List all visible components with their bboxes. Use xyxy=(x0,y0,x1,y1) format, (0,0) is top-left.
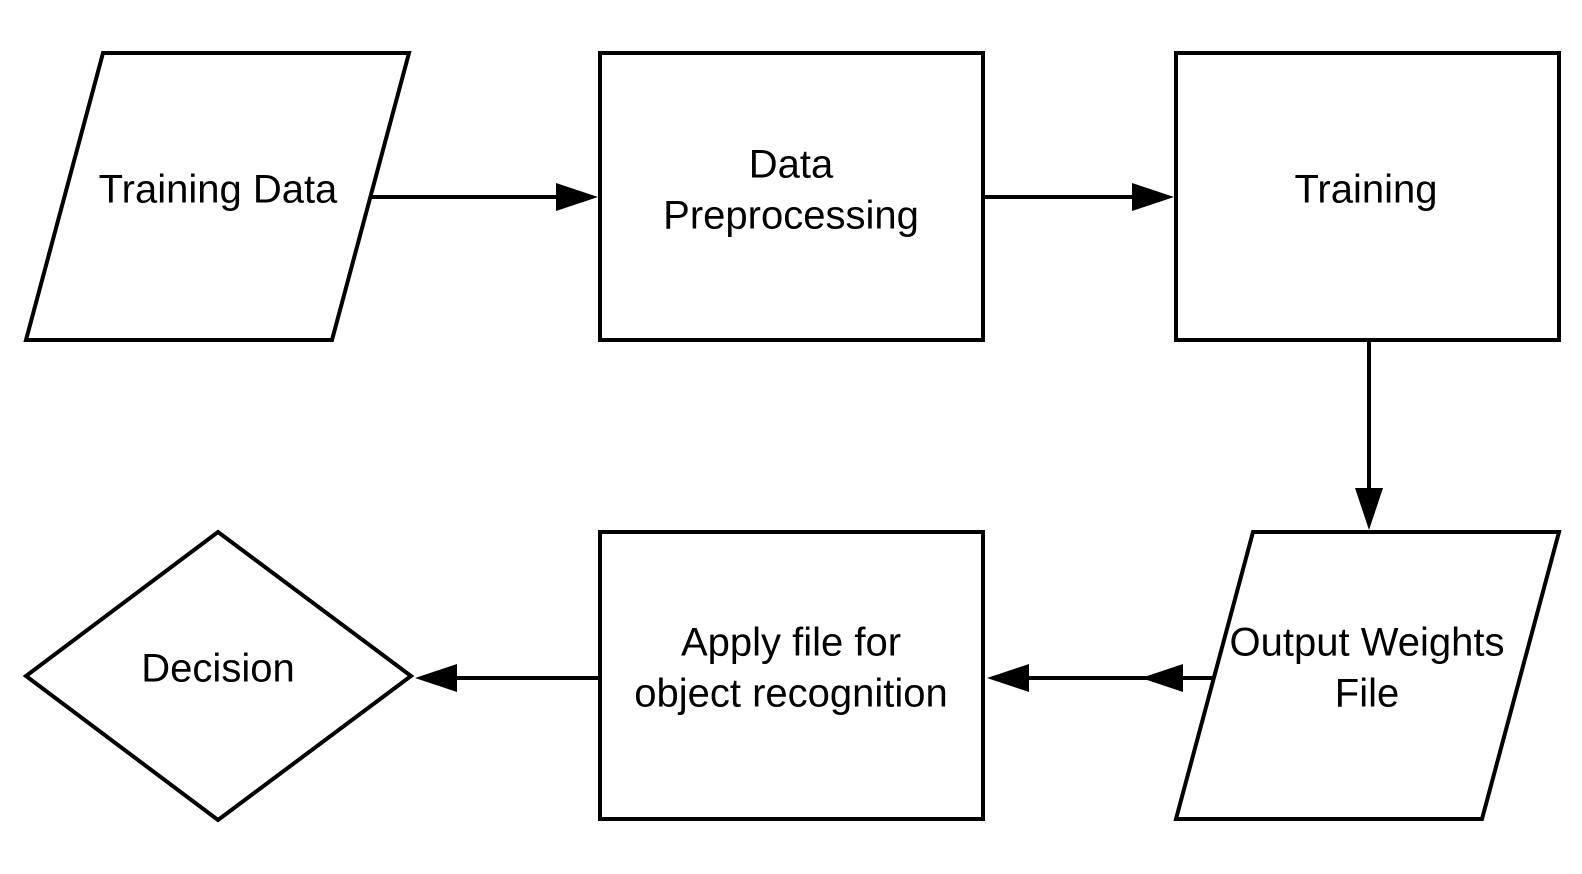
arrowhead-left-icon xyxy=(415,664,457,692)
edge-training-to-output-weights xyxy=(1355,340,1383,530)
edge-preprocessing-to-training xyxy=(983,183,1174,211)
apply-file-label-line-2: object recognition xyxy=(634,672,948,716)
node-training: Training xyxy=(1174,51,1561,342)
edge-output-weights-to-apply-file xyxy=(987,664,1214,692)
node-apply-file: Apply file for object recognition xyxy=(598,530,985,821)
apply-file-label-line-1: Apply file for xyxy=(681,621,901,665)
arrowhead-right-icon xyxy=(556,183,598,211)
output-weights-file-shape xyxy=(1173,530,1562,821)
apply-file-shape xyxy=(598,530,985,821)
decision-label: Decision xyxy=(141,647,294,691)
training-data-shape xyxy=(23,51,412,342)
arrowhead-right-icon xyxy=(1132,183,1174,211)
data-preprocessing-label-line-1: Data xyxy=(749,143,834,187)
output-weights-file-label-line-1: Output Weights xyxy=(1230,621,1505,665)
arrowhead-left-icon xyxy=(987,664,1029,692)
data-preprocessing-label-line-2: Preprocessing xyxy=(663,194,919,238)
output-weights-file-label-line-2: File xyxy=(1335,672,1399,716)
decision-shape xyxy=(22,529,415,823)
node-data-preprocessing: Data Preprocessing xyxy=(598,51,985,342)
node-output-weights-file: Output Weights File xyxy=(1173,530,1562,821)
node-decision: Decision xyxy=(22,529,415,823)
training-data-label: Training Data xyxy=(99,168,338,212)
training-label: Training xyxy=(1294,168,1437,212)
arrowhead-down-icon xyxy=(1355,488,1383,530)
edge-training-data-to-preprocessing xyxy=(372,183,598,211)
edge-apply-file-to-decision xyxy=(415,664,600,692)
data-preprocessing-shape xyxy=(598,51,985,342)
node-training-data: Training Data xyxy=(23,51,412,342)
arrowhead-left-icon xyxy=(1141,664,1183,692)
